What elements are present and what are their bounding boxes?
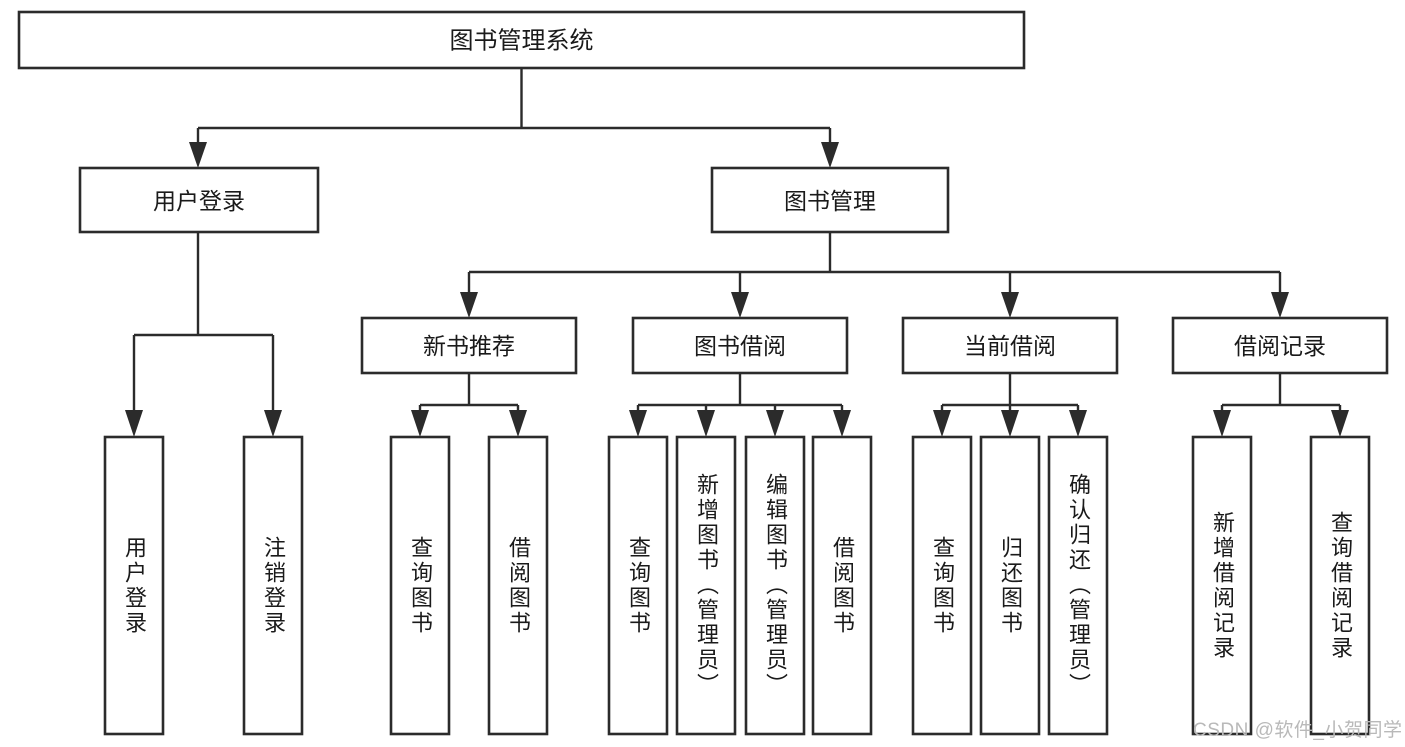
arrow-head-leaf-borrow-book-1 — [509, 410, 527, 437]
arrow-head-leaf-query-book-1 — [411, 410, 429, 437]
node-book-manage-label: 图书管理 — [784, 188, 876, 214]
arrow-head-user-login — [189, 142, 207, 168]
edge-group-current-borrow — [933, 373, 1087, 437]
node-user-login-box[interactable] — [78, 166, 320, 234]
leaf-box-borrow-book-1[interactable] — [487, 435, 549, 736]
arrow-head-leaf-query-book-2 — [629, 410, 647, 437]
leaf-box-confirm-return[interactable] — [1047, 435, 1109, 736]
node-new-book-recommend-box[interactable] — [360, 316, 578, 375]
leaf-box-logout-login[interactable] — [242, 435, 304, 736]
leaf-box-user-login[interactable] — [103, 435, 165, 736]
arrow-head-current-borrow — [1001, 292, 1019, 318]
arrow-head-book-borrow — [731, 292, 749, 318]
node-current-borrow-label: 当前借阅 — [964, 333, 1056, 359]
node-user-login-label: 用户登录 — [153, 188, 245, 214]
node-borrow-record-label: 借阅记录 — [1234, 333, 1326, 359]
csdn-watermark: CSDN @软件_小贺同学 — [1193, 720, 1403, 741]
arrow-head-leaf-logout-login — [264, 410, 282, 437]
arrow-head-leaf-edit-book — [766, 410, 784, 437]
node-user-login[interactable]: 用户登录 — [78, 166, 320, 234]
node-borrow-record[interactable]: 借阅记录 — [1171, 316, 1389, 375]
arrow-head-leaf-borrow-book-2 — [833, 410, 851, 437]
leaf-box-query-book-1[interactable] — [389, 435, 451, 736]
node-book-manage[interactable]: 图书管理 — [710, 166, 950, 234]
edge-group-new-book-recommend — [411, 373, 527, 437]
arrow-head-new-book-recommend — [460, 292, 478, 318]
edge-group-book-borrow — [629, 373, 851, 437]
node-book-borrow-box[interactable] — [631, 316, 849, 375]
arrow-head-leaf-user-login — [125, 410, 143, 437]
leaf-box-return-book[interactable] — [979, 435, 1041, 736]
node-book-manage-box[interactable] — [710, 166, 950, 234]
leaf-box-query-record[interactable] — [1309, 435, 1371, 736]
leaf-box-edit-book[interactable] — [744, 435, 806, 736]
arrow-head-borrow-record — [1271, 292, 1289, 318]
node-root[interactable]: 图书管理系统 — [17, 10, 1026, 70]
arrow-head-leaf-add-record — [1213, 410, 1231, 437]
node-new-book-recommend-label: 新书推荐 — [423, 333, 515, 359]
edge-group-book-manage — [460, 232, 1289, 318]
leaf-box-add-book[interactable] — [675, 435, 737, 736]
node-borrow-record-box[interactable] — [1171, 316, 1389, 375]
node-book-borrow-label: 图书借阅 — [694, 333, 786, 359]
leaf-box-borrow-book-2[interactable] — [811, 435, 873, 736]
edge-group-root — [189, 68, 839, 168]
arrow-head-leaf-confirm-return — [1069, 410, 1087, 437]
edge-group-borrow-record — [1213, 373, 1349, 437]
arrow-head-leaf-return-book — [1001, 410, 1019, 437]
node-root-label: 图书管理系统 — [450, 28, 594, 55]
leaf-box-query-book-2[interactable] — [607, 435, 669, 736]
arrow-head-leaf-query-book-3 — [933, 410, 951, 437]
arrow-head-leaf-add-book — [697, 410, 715, 437]
node-book-borrow[interactable]: 图书借阅 — [631, 316, 849, 375]
arrow-head-book-manage — [821, 142, 839, 168]
arrow-head-leaf-query-record — [1331, 410, 1349, 437]
leaf-box-query-book-3[interactable] — [911, 435, 973, 736]
node-current-borrow-box[interactable] — [901, 316, 1119, 375]
leaf-box-add-record[interactable] — [1191, 435, 1253, 736]
node-root-box[interactable] — [17, 10, 1026, 70]
node-new-book-recommend[interactable]: 新书推荐 — [360, 316, 578, 375]
node-current-borrow[interactable]: 当前借阅 — [901, 316, 1119, 375]
edge-group-user-login — [125, 232, 282, 437]
